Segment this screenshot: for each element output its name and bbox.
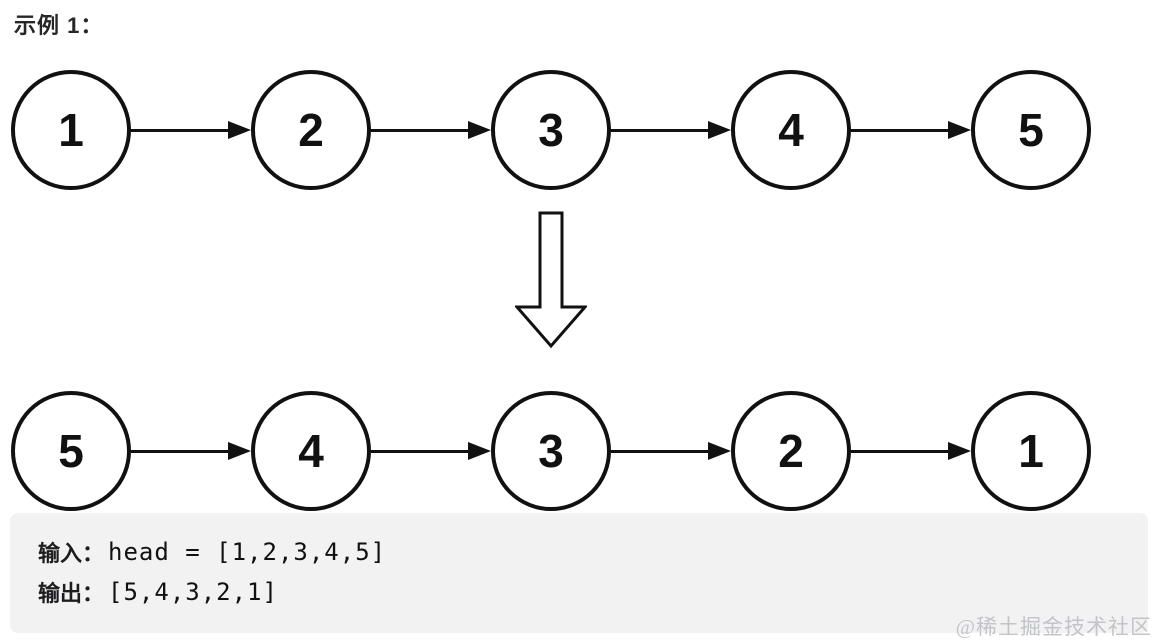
arrow-head-icon bbox=[948, 442, 971, 460]
input-label: 输入： bbox=[38, 541, 105, 566]
list-node: 5 bbox=[11, 391, 131, 511]
node-value: 5 bbox=[58, 425, 84, 477]
list-node: 2 bbox=[731, 391, 851, 511]
next-pointer-arrow bbox=[611, 442, 731, 460]
node-value: 2 bbox=[778, 425, 804, 477]
next-pointer-arrow bbox=[371, 121, 491, 139]
node-value: 3 bbox=[538, 104, 564, 156]
arrow-line bbox=[371, 449, 468, 453]
node-value: 4 bbox=[298, 425, 324, 477]
input-line: 输入： head = [1,2,3,4,5] bbox=[38, 532, 1148, 572]
arrow-line bbox=[131, 449, 228, 453]
list-node: 4 bbox=[251, 391, 371, 511]
node-value: 1 bbox=[58, 104, 84, 156]
next-pointer-arrow bbox=[851, 121, 971, 139]
input-value: head = [1,2,3,4,5] bbox=[108, 538, 387, 566]
arrow-line bbox=[851, 128, 948, 132]
arrow-line bbox=[611, 128, 708, 132]
node-value: 2 bbox=[298, 104, 324, 156]
list-node: 3 bbox=[491, 391, 611, 511]
arrow-head-icon bbox=[228, 442, 251, 460]
arrow-head-icon bbox=[708, 121, 731, 139]
reversed-list-row: 5 4 3 2 1 bbox=[11, 391, 1091, 511]
arrow-line bbox=[371, 128, 468, 132]
node-value: 4 bbox=[778, 104, 804, 156]
node-value: 5 bbox=[1018, 104, 1044, 156]
reverse-transform-arrow-icon bbox=[515, 211, 587, 349]
next-pointer-arrow bbox=[851, 442, 971, 460]
list-node: 1 bbox=[971, 391, 1091, 511]
list-node: 2 bbox=[251, 70, 371, 190]
list-node: 4 bbox=[731, 70, 851, 190]
list-node: 1 bbox=[11, 70, 131, 190]
io-example-box: 输入： head = [1,2,3,4,5] 输出： [5,4,3,2,1] bbox=[10, 513, 1148, 633]
example-title: 示例 1： bbox=[14, 13, 104, 38]
list-node: 3 bbox=[491, 70, 611, 190]
node-value: 3 bbox=[538, 425, 564, 477]
list-node: 5 bbox=[971, 70, 1091, 190]
next-pointer-arrow bbox=[611, 121, 731, 139]
next-pointer-arrow bbox=[371, 442, 491, 460]
arrow-head-icon bbox=[468, 121, 491, 139]
arrow-head-icon bbox=[468, 442, 491, 460]
arrow-head-icon bbox=[948, 121, 971, 139]
output-line: 输出： [5,4,3,2,1] bbox=[38, 572, 1148, 612]
output-value: [5,4,3,2,1] bbox=[108, 578, 278, 606]
arrow-line bbox=[851, 449, 948, 453]
watermark: @稀土掘金技术社区 bbox=[955, 615, 1152, 639]
arrow-head-icon bbox=[228, 121, 251, 139]
output-label: 输出： bbox=[38, 581, 105, 606]
arrow-line bbox=[131, 128, 228, 132]
next-pointer-arrow bbox=[131, 442, 251, 460]
arrow-line bbox=[611, 449, 708, 453]
next-pointer-arrow bbox=[131, 121, 251, 139]
node-value: 1 bbox=[1018, 425, 1044, 477]
original-list-row: 1 2 3 4 5 bbox=[11, 70, 1091, 190]
arrow-head-icon bbox=[708, 442, 731, 460]
